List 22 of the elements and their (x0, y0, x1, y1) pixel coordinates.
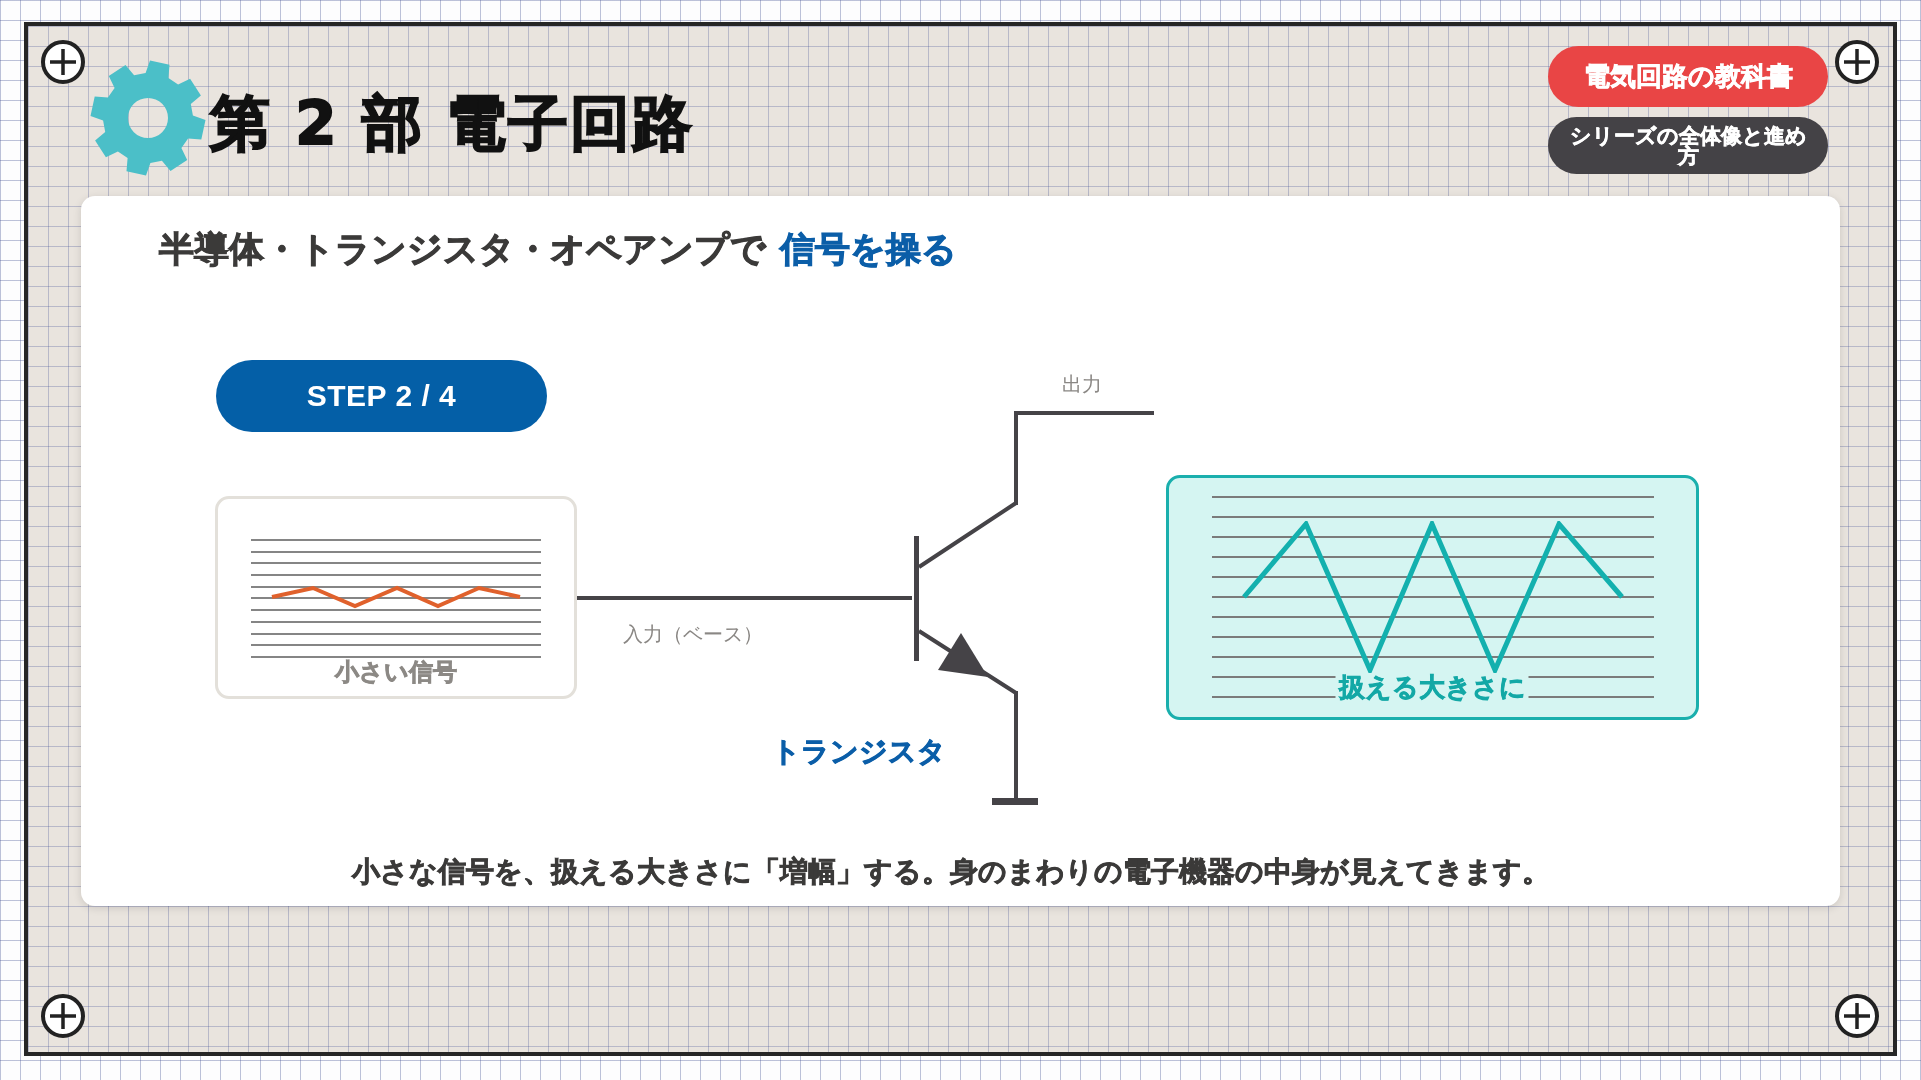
step-indicator: STEP 2 / 4 (306, 378, 457, 414)
component-label: トランジスタ (772, 736, 946, 768)
circuit-wire (1014, 411, 1154, 501)
edge-label: 出力 (1062, 372, 1102, 396)
page-title: 第 2 部 電子回路 (210, 90, 695, 156)
input-signal-panel (215, 496, 577, 699)
heading-highlight: 信号を操る (780, 229, 957, 270)
series-title: 電気回路の教科書 (1583, 61, 1793, 92)
ground-symbol (992, 798, 1038, 805)
signal-caption: 小さい信号 (332, 659, 460, 686)
circuit-wire (1014, 695, 1018, 798)
guide-tag (1548, 117, 1828, 174)
circuit-wire (577, 596, 912, 600)
guide-title: シリーズの全体像と進め方 (1568, 125, 1808, 166)
edge-label: 入力（ベース） (623, 622, 763, 646)
card-heading: 半導体・トランジスタ・オペアンプで (159, 229, 766, 270)
series-tag (1548, 46, 1828, 107)
output-signal-panel (1166, 475, 1699, 720)
signal-caption: 扱える大きさに (1335, 674, 1529, 701)
summary-text: 小さな信号を、扱える大きさに「増幅」する。身のまわりの電子機器の中身が見えてきます。 (352, 856, 1550, 888)
transistor-symbol (912, 501, 1019, 695)
content-card (81, 196, 1840, 906)
